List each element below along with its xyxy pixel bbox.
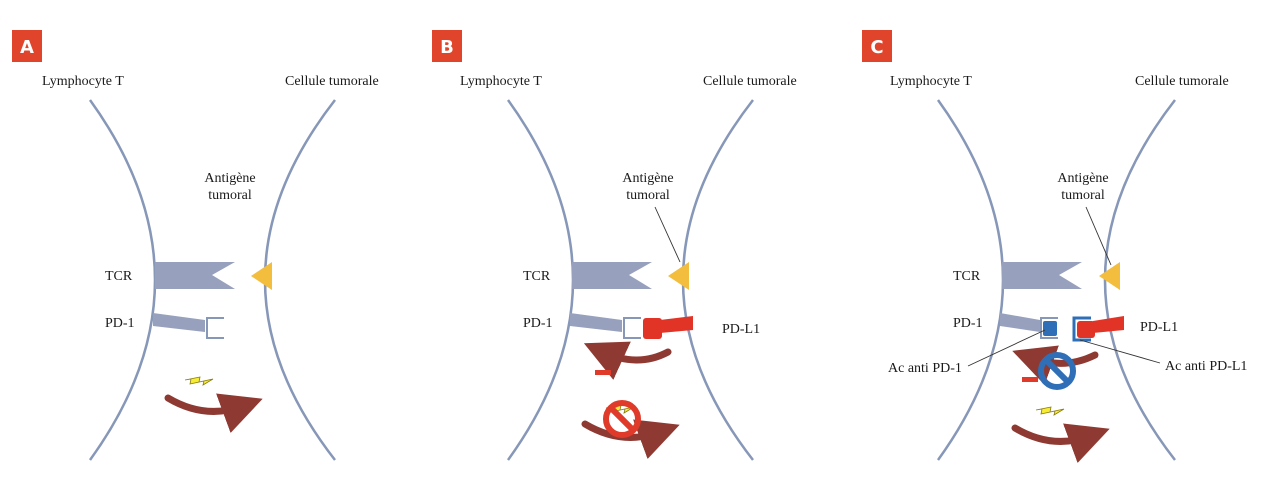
badge-c: [862, 30, 892, 62]
minus-sign-b: [595, 370, 611, 375]
badge-a-label: A: [20, 37, 34, 58]
inhibition-arrow-c: [1012, 345, 1099, 385]
antigen-label-b-line2: tumoral: [626, 188, 670, 203]
tcr-receptor-a: [155, 262, 235, 289]
pdl1-head-c: [1077, 321, 1095, 338]
tcr-label-b: TCR: [523, 269, 551, 284]
antigen-pointer-b: [654, 206, 681, 263]
pd1-head-b: [623, 317, 641, 339]
blocked-icon-b: [603, 400, 641, 438]
anti-pd1-antibody-c: [1043, 321, 1057, 336]
antigen-pointer-c: [1085, 206, 1112, 266]
anti-pd1-label-c: Ac anti PD-1: [888, 361, 962, 376]
bolt-icon-c: [1035, 406, 1065, 416]
badge-c-label: C: [870, 37, 883, 58]
pdl1-head-b: [643, 318, 662, 339]
tumor-label-a: Cellule tumorale: [285, 74, 379, 89]
anti-pdl1-antibody-c: [1072, 316, 1091, 342]
panel-b: B Lymphocyte T Cellule tumorale Antigène…: [432, 30, 797, 461]
panel-c: C Lymphocyte T Cellule tumorale Antigène…: [862, 30, 1247, 463]
tcr-receptor-b: [572, 262, 652, 289]
tumor-antigen-a: [251, 262, 272, 290]
antigen-label-a-line2: tumoral: [208, 188, 252, 203]
pdl1-label-c: PD-L1: [1140, 320, 1178, 335]
inhibition-arrow-b: [583, 341, 672, 380]
lymphocyte-membrane-a: [88, 99, 157, 461]
activation-arrow-c: [1011, 423, 1110, 463]
activation-arrow-a: [164, 393, 263, 433]
pd1-label-a: PD-1: [105, 316, 135, 331]
pd1-receptor-b: [570, 313, 622, 332]
pdl1-ligand-b: [660, 316, 693, 333]
panel-a: A Lymphocyte T Cellule tumorale Antigène…: [12, 30, 379, 461]
tcr-receptor-c: [1002, 262, 1082, 289]
badge-b: [432, 30, 462, 62]
tumor-antigen-b: [668, 262, 689, 290]
tumor-label-c: Cellule tumorale: [1135, 74, 1229, 89]
anti-pdl1-pointer-c: [1079, 339, 1161, 364]
blocked-icon-c: [1038, 352, 1076, 390]
antigen-label-c-line2: tumoral: [1061, 188, 1105, 203]
pdl1-ligand-c: [1093, 316, 1124, 333]
lymphocyte-label-a: Lymphocyte T: [42, 74, 124, 89]
antigen-label-c-line1: Antigène: [1057, 171, 1108, 186]
tumor-membrane-a: [263, 99, 336, 461]
tumor-label-b: Cellule tumorale: [703, 74, 797, 89]
antigen-label-a-line1: Antigène: [204, 171, 255, 186]
lymphocyte-label-c: Lymphocyte T: [890, 74, 972, 89]
badge-a: [12, 30, 42, 62]
pd1-head-a: [206, 317, 224, 339]
pd1-label-b: PD-1: [523, 316, 553, 331]
bolt-icon-a: [184, 376, 214, 386]
pd1-receptor-c: [1000, 313, 1040, 332]
pd1-label-c: PD-1: [953, 316, 983, 331]
lymphocyte-label-b: Lymphocyte T: [460, 74, 542, 89]
tumor-antigen-c: [1099, 262, 1120, 290]
anti-pd1-pointer-c: [967, 329, 1046, 367]
tumor-membrane-b: [681, 99, 754, 461]
badge-b-label: B: [440, 37, 454, 58]
anti-pdl1-label-c: Ac anti PD-L1: [1165, 359, 1247, 374]
pd1-head-c: [1040, 317, 1058, 339]
minus-sign-c: [1022, 377, 1038, 382]
pd1-receptor-a: [153, 313, 205, 332]
pdl1-label-b: PD-L1: [722, 322, 760, 337]
tcr-label-a: TCR: [105, 269, 133, 284]
antigen-label-b-line1: Antigène: [622, 171, 673, 186]
tcr-label-c: TCR: [953, 269, 981, 284]
